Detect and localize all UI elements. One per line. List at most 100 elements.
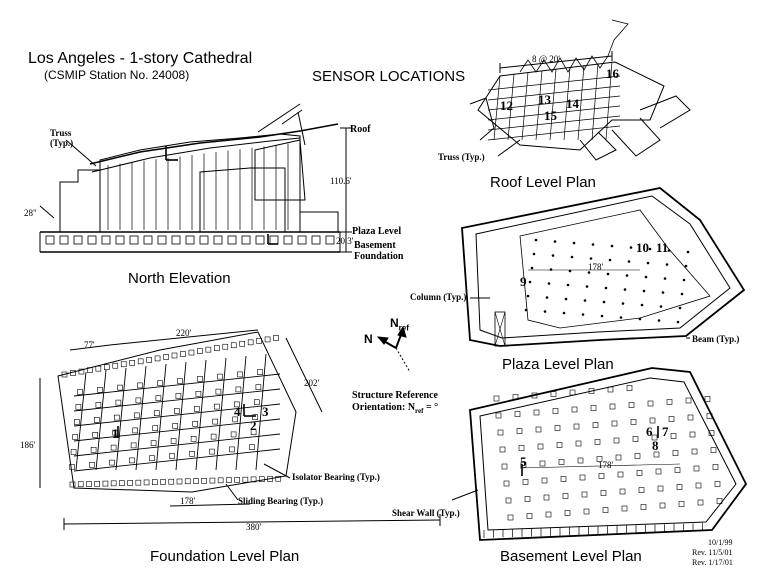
roof-purlin-line bbox=[487, 85, 621, 101]
basement-footing bbox=[693, 465, 700, 472]
plaza-column-label: Column (Typ.) bbox=[410, 292, 467, 302]
isolator-bearing-pad bbox=[212, 418, 218, 425]
basement-footing bbox=[531, 392, 538, 399]
foundation-grid-line bbox=[73, 433, 281, 457]
perimeter-bearing-pad bbox=[104, 364, 110, 370]
isolator-bearing-pad bbox=[189, 450, 195, 457]
isolator-bearing-pad bbox=[252, 414, 258, 421]
sensor-1: 1 bbox=[112, 426, 119, 441]
basement-footing bbox=[609, 403, 616, 410]
isolator-bearing-pad bbox=[237, 371, 243, 378]
basement-footing bbox=[602, 507, 609, 513]
perimeter-bearing-pad bbox=[180, 351, 186, 357]
isolator-bearing-pad bbox=[137, 382, 143, 389]
foundation-plan-drawing bbox=[39, 329, 441, 530]
elevation-isolator-pad bbox=[269, 235, 279, 245]
found-dim-186: 186' bbox=[20, 440, 36, 450]
plaza-column bbox=[663, 277, 667, 280]
elevation-isolator-pad bbox=[87, 235, 97, 245]
roof-purlin-line bbox=[487, 95, 621, 111]
perimeter-bearing-pad bbox=[154, 355, 161, 362]
perimeter-bearing-pad bbox=[176, 478, 183, 485]
plaza-column bbox=[545, 296, 549, 299]
perimeter-bearing-pad bbox=[250, 476, 257, 483]
page-title: Los Angeles - 1-story Cathedral bbox=[28, 50, 253, 67]
elevation-isolator-pad bbox=[185, 235, 195, 245]
basement-footing bbox=[649, 417, 656, 424]
basement-footing bbox=[628, 402, 635, 408]
elevation-isolator-pad bbox=[311, 235, 321, 245]
isolator-bearing-label: Isolator Bearing (Typ.) bbox=[292, 472, 380, 482]
basement-footing bbox=[501, 463, 508, 470]
basement-footing bbox=[552, 408, 559, 414]
perimeter-bearing-pad bbox=[259, 476, 265, 482]
isolator-bearing-pad bbox=[97, 386, 103, 393]
isolator-bearing-pad bbox=[155, 395, 162, 402]
perimeter-bearing-pad bbox=[188, 349, 195, 356]
basement-footing bbox=[592, 422, 599, 428]
plaza-dim: 178' bbox=[588, 262, 604, 272]
elevation-isolator-pad bbox=[241, 235, 251, 245]
isolator-bearing-pad bbox=[154, 410, 160, 417]
perimeter-bearing-pad bbox=[160, 479, 166, 485]
elevation-isolator-pad bbox=[213, 235, 223, 245]
sensor-14: 14 bbox=[566, 96, 579, 111]
isolator-bearing-pad bbox=[117, 384, 123, 391]
basement-footing bbox=[676, 484, 683, 490]
basement-footing bbox=[678, 501, 685, 507]
basement-footing bbox=[505, 497, 512, 504]
plaza-column bbox=[524, 308, 528, 312]
plaza-column bbox=[623, 288, 627, 291]
perimeter-bearing-pad bbox=[201, 478, 207, 484]
perimeter-bearing-pad bbox=[193, 478, 199, 484]
isolator-bearing-pad bbox=[77, 389, 83, 395]
isolator-bearing-pad bbox=[157, 380, 163, 387]
basement-footing bbox=[518, 445, 525, 451]
basement-footing bbox=[695, 482, 702, 489]
isolator-bearing-pad bbox=[255, 384, 262, 391]
elev-plaza-dim: 20.3' bbox=[336, 236, 354, 246]
revision-1: Rev. 11/5/01 bbox=[692, 548, 733, 557]
basement-footing bbox=[493, 395, 500, 402]
sensor-4: 4 bbox=[234, 404, 241, 419]
basement-footing bbox=[596, 456, 603, 462]
elevation-isolator-pad bbox=[101, 235, 111, 245]
roof-truss-label: Truss (Typ.) bbox=[438, 152, 485, 162]
basement-footing bbox=[558, 459, 565, 465]
perimeter-bearing-pad bbox=[94, 481, 100, 487]
basement-footing bbox=[626, 385, 633, 391]
basement-footing bbox=[600, 490, 607, 496]
elevation-isolator-pad bbox=[227, 235, 237, 245]
plaza-column bbox=[610, 244, 614, 248]
elevation-isolator-pad bbox=[255, 235, 265, 245]
foundation-grid-line bbox=[73, 388, 281, 412]
isolator-bearing-pad bbox=[129, 457, 135, 464]
isolator-bearing-pad bbox=[170, 438, 177, 444]
plaza-column bbox=[587, 271, 591, 274]
north-elevation-title: North Elevation bbox=[128, 270, 231, 287]
perimeter-bearing-pad bbox=[214, 345, 220, 351]
isolator-bearing-pad bbox=[110, 444, 117, 451]
plaza-plan-drawing bbox=[461, 187, 746, 347]
basement-footing bbox=[583, 508, 590, 515]
perimeter-bearing-pad bbox=[168, 478, 175, 485]
plaza-column bbox=[526, 294, 530, 298]
foundation-grid-line bbox=[175, 361, 187, 471]
basement-footing bbox=[708, 430, 715, 436]
basement-footing bbox=[516, 428, 523, 434]
basement-footing bbox=[499, 446, 506, 453]
plaza-column bbox=[642, 289, 646, 293]
isolator-bearing-pad bbox=[250, 429, 257, 436]
basement-footing bbox=[556, 442, 563, 448]
isolator-bearing-pad bbox=[214, 403, 220, 410]
isolator-bearing-pad bbox=[229, 446, 235, 453]
sensor-2: 2 bbox=[250, 418, 257, 433]
elevation-isolator-pad bbox=[73, 235, 83, 245]
plaza-column bbox=[644, 275, 648, 279]
roof-spacing-dim: 8 @ 20' bbox=[532, 54, 560, 64]
isolator-bearing-pad bbox=[115, 399, 122, 406]
basement-footing bbox=[611, 420, 618, 427]
plaza-column bbox=[682, 278, 686, 282]
basement-dim: 178' bbox=[598, 460, 614, 470]
